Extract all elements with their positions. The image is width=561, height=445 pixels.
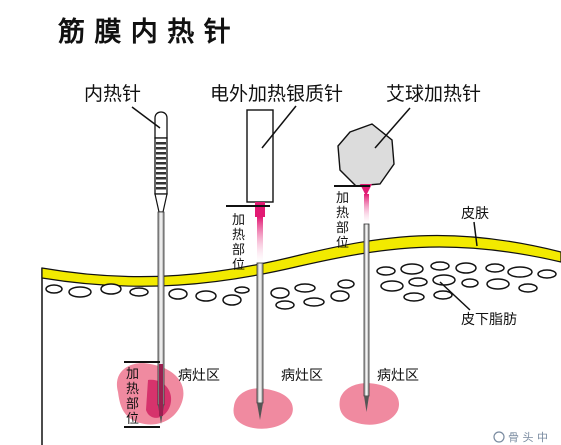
svg-text:位: 位 <box>336 236 349 251</box>
label-fat: 皮下脂肪 <box>461 312 517 328</box>
heat-label-electric: 加 热 部 位 <box>232 213 245 273</box>
svg-text:部: 部 <box>336 221 349 236</box>
svg-text:位: 位 <box>126 412 139 427</box>
skin-layer <box>41 234 561 287</box>
heat-label-moxa: 加 热 部 位 <box>336 191 349 251</box>
subcutaneous-fat <box>45 261 557 310</box>
lesion-label-inner: 病灶区 <box>178 368 220 384</box>
svg-text:热: 热 <box>126 382 139 397</box>
heat-label-inner: 加 热 部 位 <box>126 367 139 427</box>
label-inner-needle: 内热针 <box>84 83 141 105</box>
svg-text:部: 部 <box>232 243 245 258</box>
svg-text:热: 热 <box>232 228 245 243</box>
svg-text:加: 加 <box>232 213 245 228</box>
label-skin: 皮肤 <box>461 206 489 222</box>
leader-electric <box>261 105 297 149</box>
inner-heat-needle <box>154 111 168 424</box>
lesion-label-electric: 病灶区 <box>281 368 323 384</box>
svg-text:加: 加 <box>336 191 349 206</box>
watermark-logo-icon <box>493 431 505 443</box>
svg-text:位: 位 <box>232 258 245 273</box>
diagram-title: 筋 膜 内 热 针 <box>58 16 231 48</box>
leader-skin <box>473 221 478 247</box>
leader-fat <box>439 281 471 311</box>
label-electric-needle: 电外加热银质针 <box>210 83 343 105</box>
leader-inner <box>131 106 161 129</box>
electric-silver-needle <box>246 109 274 420</box>
svg-text:热: 热 <box>336 206 349 221</box>
watermark: 骨 头 中 <box>493 431 548 444</box>
leader-moxa <box>374 107 411 149</box>
lesion-area-electric <box>233 388 293 429</box>
svg-text:部: 部 <box>126 397 139 412</box>
lesion-label-moxa: 病灶区 <box>377 368 419 384</box>
watermark-text: 骨 头 中 <box>508 431 548 444</box>
svg-text:加: 加 <box>126 367 139 382</box>
lesion-area-moxa <box>339 383 400 425</box>
label-moxa-needle: 艾球加热针 <box>386 83 481 105</box>
